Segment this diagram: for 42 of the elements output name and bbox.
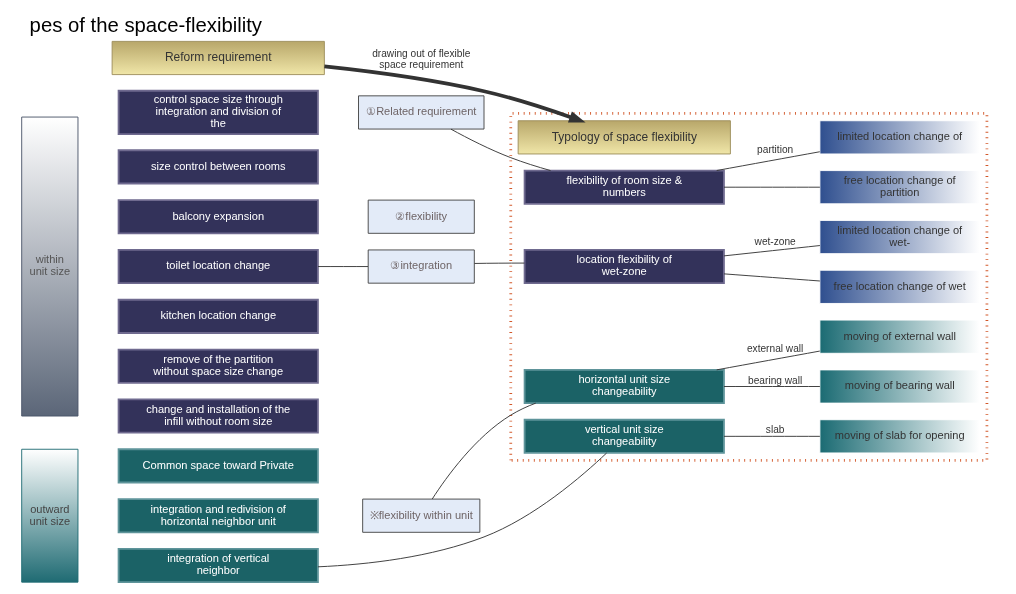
connector — [450, 128, 551, 171]
node-box: vertical unit size changeability — [523, 418, 725, 454]
connector — [317, 452, 608, 568]
node-box: flexibility of room size & numbers — [523, 169, 725, 205]
connector — [723, 186, 821, 188]
node-box: ③integration — [367, 249, 475, 284]
connector — [431, 402, 537, 500]
connector — [723, 435, 821, 437]
node-box: balcony expansion — [117, 199, 319, 235]
node-box: change and installation of the infill without room size — [117, 398, 319, 434]
diagram-title: pes of the space-flexibility — [29, 13, 263, 36]
node-box: Reform requirement — [111, 40, 325, 76]
edge-label: wet-zone — [754, 236, 796, 248]
node-box: ②flexibility — [367, 199, 475, 234]
connector — [317, 266, 369, 267]
node-box: outward unit size — [21, 448, 79, 583]
node-box: ※flexibility within unit — [362, 498, 481, 533]
connector — [716, 151, 821, 171]
node-box: ①Related requirement — [358, 95, 485, 130]
edge-label: drawing out of flexible space requirement — [372, 47, 471, 70]
node-box: within unit size — [21, 116, 79, 417]
connector — [474, 262, 525, 264]
edge-label: external wall — [746, 343, 804, 355]
node-box: integration of vertical neighbor — [117, 548, 319, 584]
node-box: location flexibility of wet-zone — [523, 249, 725, 285]
node-box: Typology of space flexibility — [517, 120, 731, 155]
node-box: horizontal unit size changeability — [523, 368, 725, 405]
node-box: integration and redivision of horizontal neighbor unit — [117, 498, 319, 534]
connector — [723, 386, 821, 387]
node-box: toilet location change — [117, 249, 319, 285]
connector — [716, 350, 821, 371]
node-box: remove of the partition without space size change — [117, 348, 319, 384]
node-box: kitchen location change — [117, 298, 319, 334]
node-box: control space size through integration and division of the — [117, 89, 319, 136]
connector — [723, 245, 821, 257]
edge-label: partition — [757, 143, 794, 155]
edge-label: bearing wall — [748, 374, 803, 386]
arrow — [324, 64, 586, 123]
connector — [723, 273, 821, 282]
node-box: size control between rooms — [117, 149, 319, 185]
edge-label: slab — [765, 424, 785, 436]
node-box: Common space toward Private — [117, 448, 319, 484]
